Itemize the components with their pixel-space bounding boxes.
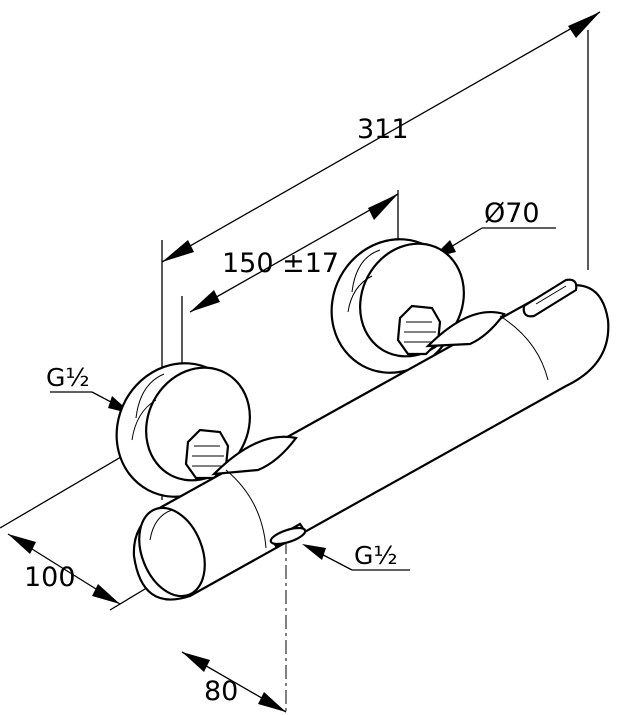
arrow-projection-end	[92, 584, 120, 604]
thread-outlet-callout: G½	[302, 541, 410, 571]
mixer-body	[132, 278, 610, 601]
dim-outlet-offset: 80	[181, 540, 287, 714]
temperature-button-detail	[535, 285, 567, 305]
arrow-overall-end	[568, 12, 600, 38]
dim-wall-projection: 100	[0, 439, 161, 611]
arrow-spacing-start	[190, 290, 220, 312]
dim-projection-label: 100	[24, 562, 76, 593]
thread-inlet-callout: G½	[46, 363, 132, 414]
bottom-outlet	[269, 522, 307, 548]
left-body-arm	[211, 435, 298, 476]
arrow-offset-end	[258, 692, 286, 712]
dim-overall-label: 311	[357, 114, 409, 145]
handle-divider-right	[499, 315, 549, 381]
right-body-arm	[425, 310, 506, 348]
mixer-body-cylinder	[132, 284, 610, 601]
thread-inlet-label: G½	[46, 363, 90, 392]
right-flange-shading	[347, 249, 381, 313]
left-end-cap-shading	[149, 509, 173, 541]
dim-spacing-label: 150 ±17	[222, 248, 339, 279]
thread-outlet-label: G½	[354, 541, 398, 570]
handle-divider-left	[225, 469, 267, 549]
left-end-cap	[138, 506, 206, 598]
dim-line-spacing	[189, 193, 399, 313]
outlet-opening	[269, 526, 307, 546]
arrow-overall-start	[162, 240, 194, 262]
dim-flange-diameter: Ø70	[432, 198, 556, 258]
left-nut-thread	[192, 445, 224, 467]
arrow-outlet	[302, 544, 326, 560]
dim-diameter-label: Ø70	[484, 198, 540, 229]
left-flange-shading	[131, 373, 165, 441]
right-nut-thread	[404, 321, 436, 343]
arrow-projection-start	[8, 534, 36, 554]
arrow-offset-start	[182, 652, 210, 672]
dim-line-overall	[161, 11, 601, 263]
dim-offset-label: 80	[204, 676, 238, 707]
arrow-spacing-end	[368, 194, 398, 220]
temperature-stop-button	[522, 278, 578, 318]
